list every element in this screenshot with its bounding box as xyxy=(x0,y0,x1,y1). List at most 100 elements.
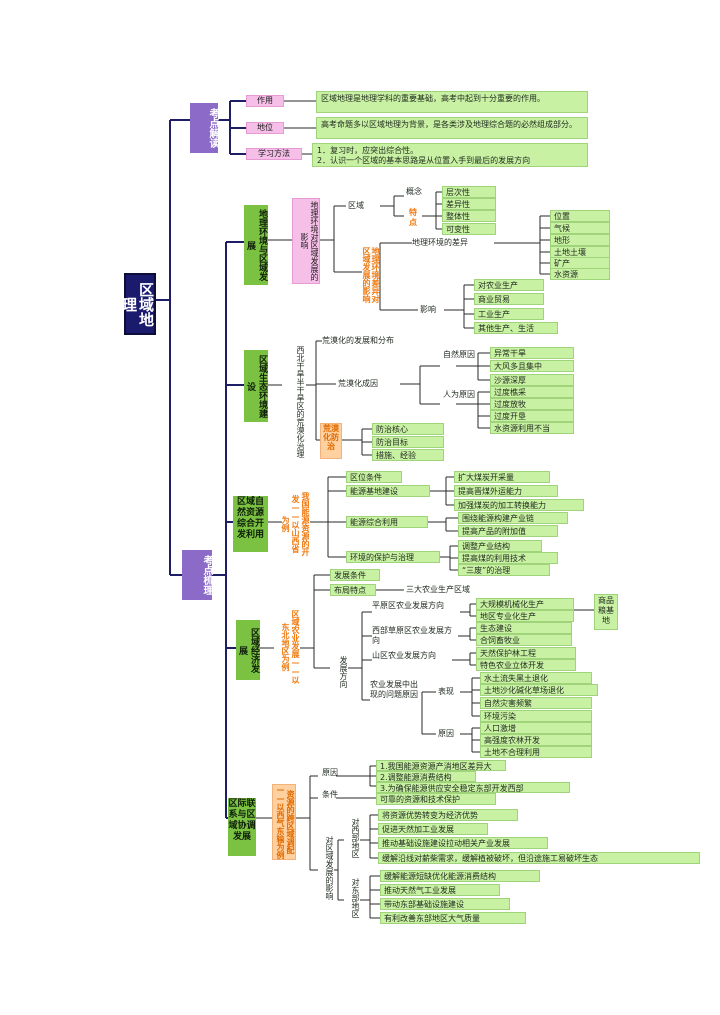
s2-natural: 异常干旱 xyxy=(490,347,574,359)
s5-east: 有利改善东部地区大气质量 xyxy=(380,912,526,924)
jiedu-fangfa-line: 1．复习时，应突出综合性。 xyxy=(317,146,419,155)
s1-chayi: 地理环境的差异 xyxy=(412,238,468,247)
s5-subtitle: 资源的跨区域调配——以西气东输为例 xyxy=(272,784,296,860)
kaodian-shuli: 考点梳理 xyxy=(182,550,212,600)
s3-jidi: 扩大煤炭开采量 xyxy=(454,471,550,483)
s3-jidi: 加强煤炭的加工转换能力 xyxy=(454,499,584,511)
s1-yingxiang: 影响 xyxy=(420,305,436,314)
s5-east: 缓解能源短缺优化能源消费结构 xyxy=(380,870,540,882)
s4-item: 布局特点 xyxy=(330,584,376,596)
s4-py: 地区专业化生产 xyxy=(476,610,574,622)
s4-biaoxian: 表现 xyxy=(438,687,454,696)
root-title: 区域地理 xyxy=(120,273,156,335)
s4-sq: 特色农业立体开发 xyxy=(476,659,576,671)
s2-fz-item: 措施、经验 xyxy=(372,449,444,461)
s3-item: 区位条件 xyxy=(346,471,402,483)
section-title-s5: 区际联系与区域协调发展 xyxy=(228,798,256,856)
s4-bx: 土地沙化碱化草场退化 xyxy=(480,684,598,696)
s4-shangpin: 商品粮基地 xyxy=(594,594,618,630)
s2-renwei: 人为原因 xyxy=(443,390,475,399)
jiedu-fangfa-label: 学习方法 xyxy=(246,148,302,160)
s5-xibu: 对西部地区 xyxy=(351,818,360,858)
section-title-s1: 地理环境与区域发展 xyxy=(244,205,268,285)
s3-huanjing: “三废”的治理 xyxy=(458,564,550,576)
s2-human: 过度开垦 xyxy=(490,410,574,422)
s4-subtitle: 区域农业发展——以东北地区为例 xyxy=(281,610,300,684)
s4-yy: 高强度农林开发 xyxy=(480,734,592,746)
s4-sq: 天然保护林工程 xyxy=(476,647,576,659)
s2-subtitle: 西北干旱半干旱区的荒漠化治理 xyxy=(296,346,305,458)
s2-natural: 沙源深厚 xyxy=(490,374,574,386)
s2-ziran: 自然原因 xyxy=(443,350,475,359)
s1-chayi-label: 地理环境差异对区域发展的影响 xyxy=(362,247,380,303)
s1-trait: 层次性 xyxy=(442,186,496,198)
s5-tiaojian: 条件 xyxy=(322,790,338,799)
s2-fangzhi: 荒漠化防治 xyxy=(320,423,342,459)
s1-trait: 差异性 xyxy=(442,198,496,210)
s5-west: 促进天然加工业发展 xyxy=(378,823,488,835)
s2-spread: 荒漠化的发展和分布 xyxy=(322,336,394,345)
s1-tedian: 特点 xyxy=(409,208,417,227)
s2-human: 水资源利用不当 xyxy=(490,422,574,434)
s2-fz-item: 防治目标 xyxy=(372,436,444,448)
s1-factor: 位置 xyxy=(550,210,610,222)
section-title-s2: 区域生态环境建设 xyxy=(244,350,268,422)
s3-item: 能源基地建设 xyxy=(346,485,430,497)
s3-zonghe: 提高产品的附加值 xyxy=(458,525,558,537)
s2-natural: 大风多且集中 xyxy=(490,360,574,372)
s1-impact: 其他生产、生活 xyxy=(474,322,558,334)
section-title-s4: 区域经济发展 xyxy=(236,620,260,680)
jiedu-diwei-label: 地位 xyxy=(246,122,284,134)
s5-west: 将资源优势转变为经济优势 xyxy=(378,809,518,821)
s3-jidi: 提高晋煤外运能力 xyxy=(454,485,558,497)
jiedu-zuoyong-text: 区域地理是地理学科的重要基础，高考中起到十分重要的作用。 xyxy=(316,91,588,113)
s2-human: 过度樵采 xyxy=(490,386,574,398)
s1-trait: 整体性 xyxy=(442,210,496,222)
s3-item: 环境的保护与治理 xyxy=(346,551,440,563)
s5-yy: 3.为确保能源供应安全稳定东部开发西部 xyxy=(376,782,570,793)
s4-xb: 合饲畜牧业 xyxy=(476,634,572,646)
s5-yuanyin: 原因 xyxy=(322,768,338,777)
s1-factor: 气候 xyxy=(550,222,610,234)
s5-yy: 1.我国能源资源产消地区差异大 xyxy=(376,760,506,771)
s2-human: 过度放牧 xyxy=(490,398,574,410)
s4-yuanyin: 原因 xyxy=(438,729,454,738)
s3-zonghe: 围绕能源构建产业链 xyxy=(458,512,568,524)
s4-xb: 生态建设 xyxy=(476,622,572,634)
s2-causes: 荒漠化成因 xyxy=(338,379,378,388)
s4-bx: 水土流失黑土退化 xyxy=(480,672,592,684)
s1-factor: 水资源 xyxy=(550,268,610,280)
s5-west: 缓解沿线对薪柴需求，缓解植被破坏，但沿途施工易破坏生态 xyxy=(378,852,700,864)
s1-impact: 商业贸易 xyxy=(474,293,544,305)
s3-subtitle: 我国能源资源的开发——以山西省为例 xyxy=(281,492,310,556)
s1-factor: 地形 xyxy=(550,234,610,246)
s5-east: 推动天然气工业发展 xyxy=(380,884,500,896)
s1-quyu: 区域 xyxy=(348,201,364,210)
s2-fz-item: 防治核心 xyxy=(372,423,444,435)
s4-sanda: 三大农业生产区域 xyxy=(406,585,470,594)
s5-east: 带动东部基础设施建设 xyxy=(380,898,510,910)
kaodian-jiedu: 考点解读 xyxy=(190,103,218,153)
s4-bx: 自然灾害频繁 xyxy=(480,697,592,709)
s5-duiquyu: 对区域发展的影响 xyxy=(325,836,334,900)
s4-yy: 土地不合理利用 xyxy=(480,746,592,758)
s5-west: 推动基础设施建设拉动相关产业发展 xyxy=(378,837,548,849)
s1-impact: 工业生产 xyxy=(474,308,544,320)
jiedu-fangfa-line: 2．认识一个区域的基本思路是从位置入手到最后的发展方向 xyxy=(317,156,531,165)
s5-yy: 2.调整能源消费结构 xyxy=(376,771,476,782)
s1-gainian: 概念 xyxy=(406,187,422,196)
s3-item: 能源综合利用 xyxy=(346,516,428,528)
s4-yy: 人口激增 xyxy=(480,722,592,734)
section-title-s3: 区域自然资源综合开发利用 xyxy=(233,496,268,552)
s5-tj: 可靠的资源和技术保护 xyxy=(376,793,496,805)
s4-item: 发展条件 xyxy=(330,569,380,581)
jiedu-diwei-text: 高考命题多以区域地理为背景，是各类涉及地理综合题的必然组成部分。 xyxy=(316,117,588,139)
s4-pingyuan: 平原区农业发展方向 xyxy=(372,601,444,610)
s1-trait: 可变性 xyxy=(442,223,496,235)
jiedu-fangfa-text: 1．复习时，应突出综合性。 2．认识一个区域的基本思路是从位置入手到最后的发展方… xyxy=(312,143,588,167)
s4-wenti: 农业发展中出现的问题原因 xyxy=(370,680,418,699)
s4-xibu: 西部草原区农业发展方向 xyxy=(372,626,452,645)
s4-fazhan: 发展方向 xyxy=(339,656,348,688)
s3-huanjing: 提高煤的利用技术 xyxy=(458,552,558,564)
